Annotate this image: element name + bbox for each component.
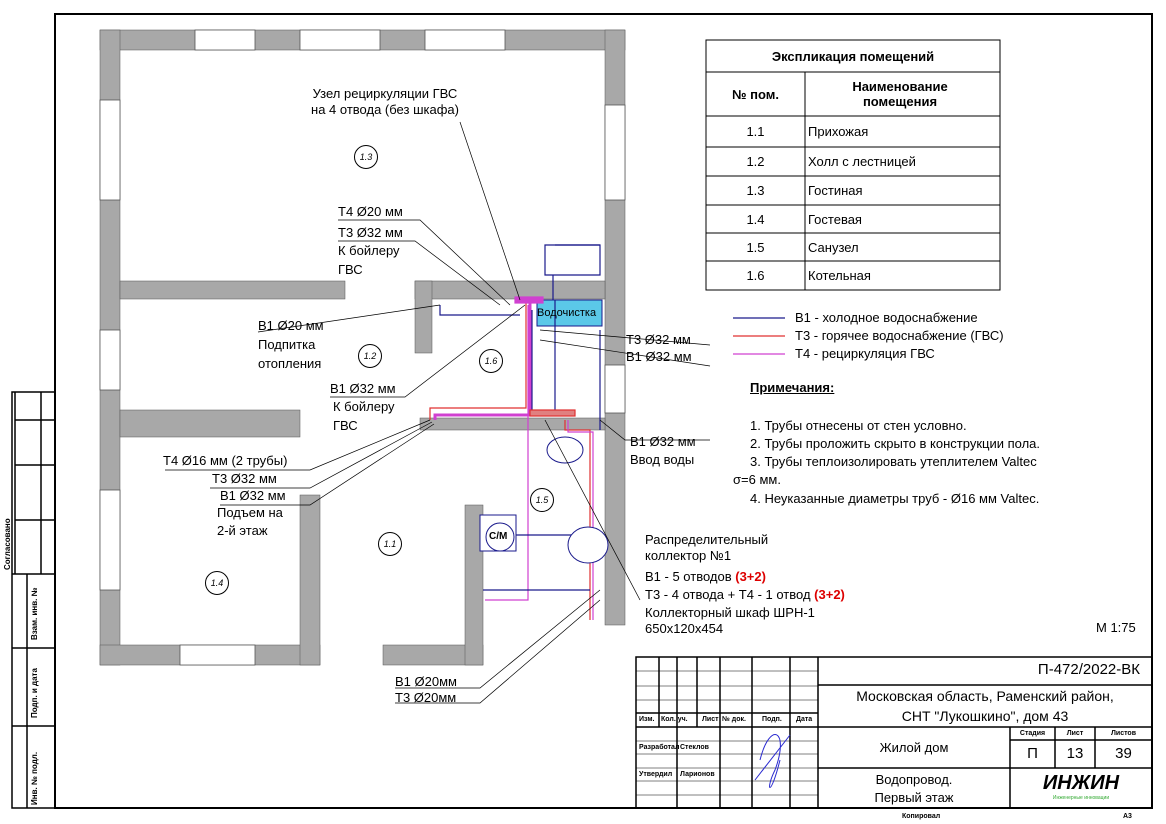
header-izm: Изм. xyxy=(639,716,655,723)
t4-20-label: Т4 Ø20 мм xyxy=(338,204,403,219)
water-treatment-box xyxy=(536,299,603,327)
sheet-header: Лист xyxy=(1066,730,1084,737)
stage-value: П xyxy=(1027,745,1038,762)
explication-row-name: Гостиная xyxy=(808,183,863,198)
room-marker-1-5: 1.5 xyxy=(530,488,554,512)
legend-b1: В1 - холодное водоснабжение xyxy=(795,310,978,325)
note-1: 1. Трубы отнесены от стен условно. xyxy=(750,418,967,433)
header-doc: № док. xyxy=(722,716,746,723)
t3-20-label: Т3 Ø20мм xyxy=(395,690,457,705)
company-logo-subtitle: Инженерные инновации xyxy=(1052,795,1110,801)
header-date: Дата xyxy=(796,716,813,723)
explication-row-num: 1.1 xyxy=(746,124,765,139)
explication-row-num: 1.5 xyxy=(746,239,765,255)
b1-20-label: В1 Ø20 мм xyxy=(258,318,324,333)
copied-label: Копировал xyxy=(902,813,941,820)
sheets-header: Листов xyxy=(1110,730,1137,737)
explication-col-num: № пом. xyxy=(732,86,779,102)
room-marker-1-2: 1.2 xyxy=(358,344,382,368)
company-logo: ИНЖИН xyxy=(1042,772,1120,794)
developed-name: Стеклов xyxy=(680,744,709,751)
explication-row-num: 1.3 xyxy=(746,183,765,198)
pipes xyxy=(429,244,601,620)
side-stamp-replace: Взам. инв. № xyxy=(30,587,39,641)
t4-16-label: Т4 Ø16 мм (2 трубы) xyxy=(163,453,288,468)
title-block-grid xyxy=(635,656,1153,809)
explication-row-name: Холл с лестницей xyxy=(808,154,916,169)
explication-row-name: Санузел xyxy=(808,239,859,255)
explication-row-num: 1.2 xyxy=(746,154,765,169)
explication-row-num: 1.6 xyxy=(746,268,765,283)
legend-t3: Т3 - горячее водоснабжение (ГВС) xyxy=(795,328,1004,343)
room-marker-1-4: 1.4 xyxy=(205,571,229,595)
windows xyxy=(99,29,626,666)
room-marker-1-3: 1.3 xyxy=(354,145,378,169)
explication-col-name: Наименование помещения xyxy=(852,79,948,109)
explication-table-grid xyxy=(705,39,1001,291)
side-stamp-agreed: Согласовано xyxy=(3,518,12,570)
legend-t4: Т4 - рециркуляция ГВС xyxy=(795,346,935,361)
fixtures xyxy=(479,436,609,564)
header-kol-uch: Кол. уч. xyxy=(661,716,688,723)
sheets-value: 39 xyxy=(1115,745,1132,762)
water-input-label: Ввод воды xyxy=(630,452,695,467)
side-stamp-inv: Инв. № подл. xyxy=(30,751,39,805)
doc-code: П-472/2022-ВК xyxy=(1037,661,1140,678)
address: Московская область, Раменский район,СНТ … xyxy=(856,688,1114,724)
scale-label: М 1:75 xyxy=(1096,620,1136,635)
b1-32-label-c: В1 Ø32 мм xyxy=(626,349,692,364)
explication-title: Экспликация помещений xyxy=(771,48,935,64)
b1-32-label-b: В1 Ø32 мм xyxy=(220,488,286,503)
sheet-title: Водопровод.Первый этаж xyxy=(874,772,954,805)
b1-20b-label: В1 Ø20мм xyxy=(395,674,457,689)
header-sign: Подп. xyxy=(762,716,782,723)
collector-t3-label: Т3 - 4 отвода + Т4 - 1 отвод (3+2) xyxy=(645,587,845,602)
b1-32-label-d: В1 Ø32 мм xyxy=(630,434,696,449)
notes-title: Примечания: xyxy=(750,380,835,395)
developed-label: Разработал xyxy=(639,744,680,751)
signature xyxy=(754,734,791,788)
leader-lines xyxy=(165,121,785,704)
title-block-thin-rows xyxy=(636,670,818,796)
note-2: 2. Трубы проложить скрыто в конструкции … xyxy=(750,436,1041,451)
b1-32-label-a: В1 Ø32 мм xyxy=(330,381,396,396)
note-3-cont: σ=6 мм. xyxy=(733,472,781,487)
t3-32-label-b: Т3 Ø32 мм xyxy=(212,471,277,486)
room-marker-1-6: 1.6 xyxy=(479,349,503,373)
object-name: Жилой дом xyxy=(879,740,949,755)
explication-row-name: Прихожая xyxy=(808,124,869,139)
water-treatment-label: Водочистка xyxy=(537,307,597,319)
approved-name: Ларионов xyxy=(680,771,715,778)
stage-header: Стадия xyxy=(1019,730,1046,737)
collector-b1-label: В1 - 5 отводов (3+2) xyxy=(645,569,766,584)
sheet-value: 13 xyxy=(1066,745,1084,762)
note-4: 4. Неуказанные диаметры труб - Ø16 мм Va… xyxy=(750,491,1040,506)
side-stamp xyxy=(11,391,56,809)
explication-row-name: Котельная xyxy=(808,268,871,283)
washer-label: С/М xyxy=(489,531,508,542)
note-3: 3. Трубы теплоизолировать утеплителем Va… xyxy=(750,454,1037,469)
approved-label: Утвердил xyxy=(639,771,673,778)
t3-32-label-a: Т3 Ø32 мм xyxy=(338,225,403,240)
header-list: Лист xyxy=(702,716,719,723)
explication-row-num: 1.4 xyxy=(746,211,765,227)
t3-32-label-c: Т3 Ø32 мм xyxy=(626,332,691,347)
explication-row-name: Гостевая xyxy=(808,211,862,227)
format-label: А3 xyxy=(1123,813,1132,820)
room-marker-1-1: 1.1 xyxy=(378,532,402,556)
side-stamp-sign-date: Подп. и дата xyxy=(30,668,39,718)
